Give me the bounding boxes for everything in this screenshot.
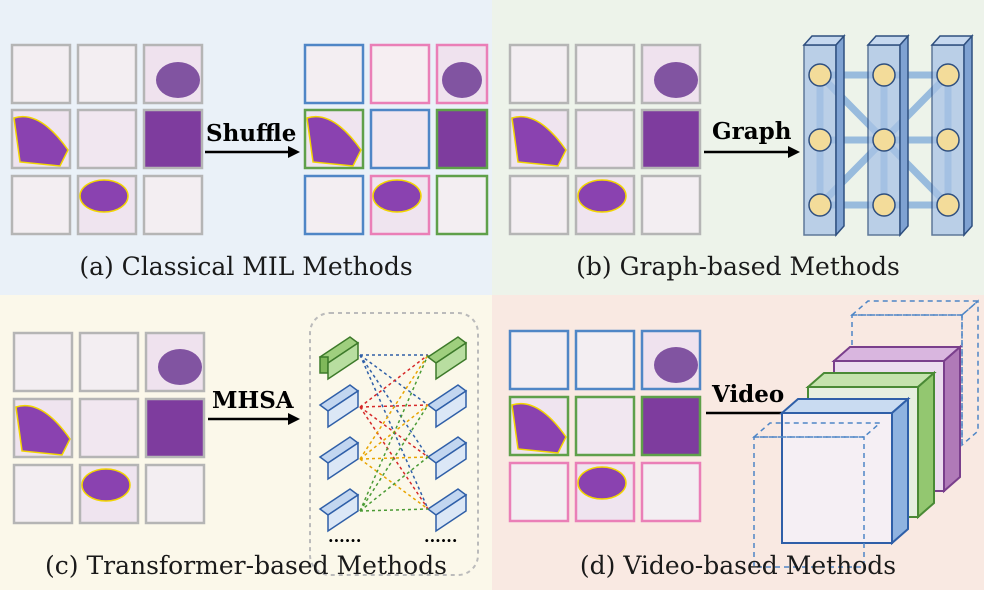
- panel-transformer-based: MHSA ...... ...... (c) Transformer-based…: [0, 295, 492, 590]
- graph-nodes: [802, 34, 974, 237]
- tokens-right: [426, 336, 468, 533]
- attention-lines: [359, 354, 429, 512]
- panel-graph-based: Graph (b) Graph-based Methods: [492, 0, 984, 295]
- tile-grid: [12, 331, 206, 525]
- tile-grid-colored: [508, 329, 702, 523]
- tile-grid-shuffled: [303, 43, 489, 236]
- tile-grid-original: [10, 43, 204, 236]
- panel-classical-mil: Shuffle (a) Classical MIL Methods: [0, 0, 492, 295]
- mhsa-label: MHSA: [212, 387, 294, 414]
- panel-a-graphics: [10, 43, 489, 236]
- video-frame-stack: [752, 299, 980, 568]
- panel-c-graphics: [12, 312, 479, 576]
- ellipsis-left: ......: [328, 527, 362, 546]
- attention-box: [309, 312, 479, 576]
- panel-b-graphics: [508, 34, 974, 237]
- video-label: Video: [712, 381, 785, 408]
- tile-grid: [508, 43, 702, 236]
- caption-b: (b) Graph-based Methods: [576, 252, 900, 281]
- panel-d-graphics: [508, 299, 980, 568]
- ellipsis-right: ......: [424, 527, 458, 546]
- caption-d: (d) Video-based Methods: [579, 551, 897, 580]
- panel-video-based: Video (d) Video-based Methods: [492, 295, 984, 590]
- caption-c: (c) Transformer-based Methods: [45, 551, 447, 580]
- tokens-left: [318, 336, 360, 533]
- graph-label: Graph: [712, 118, 792, 145]
- shuffle-label: Shuffle: [206, 120, 297, 147]
- caption-a: (a) Classical MIL Methods: [79, 252, 413, 281]
